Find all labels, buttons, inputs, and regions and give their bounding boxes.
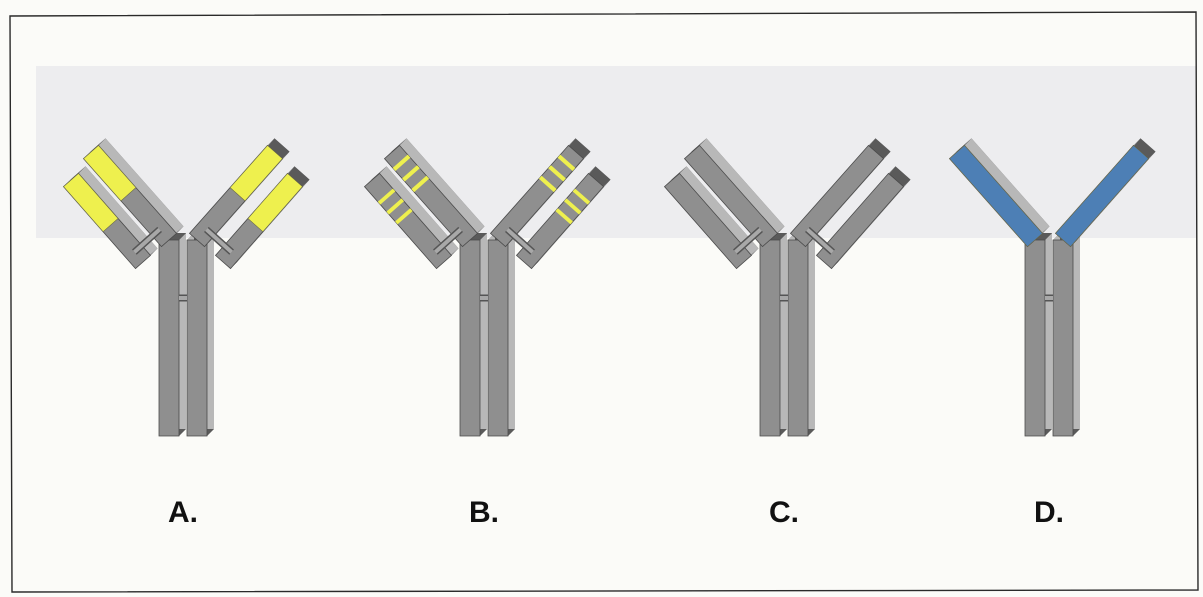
panel-label-b: B. [444,496,524,530]
heavy-chain-stem-right [187,233,214,436]
heavy-chain-stem-right [788,233,815,436]
heavy-chain-stem-right [488,233,515,436]
panel-label-c: C. [744,496,824,530]
heavy-chain-stem-left [460,233,487,436]
heavy-chain-stem-left [760,233,787,436]
panel-label-d: D. [1009,496,1089,530]
heavy-chain-stem-left [1025,233,1052,436]
panel-label-a: A. [143,496,223,530]
heavy-chain-stem-left [159,233,186,436]
heavy-chain-stem-right [1053,233,1080,436]
